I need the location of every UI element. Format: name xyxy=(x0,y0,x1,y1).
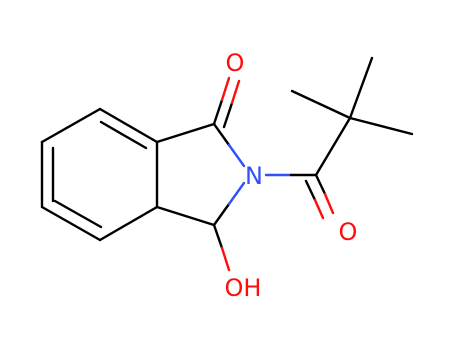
oxygen-ketone-label: O xyxy=(226,49,245,77)
ketone-double-bond xyxy=(212,76,241,129)
atom-labels: O N O OH xyxy=(225,49,358,302)
hydroxyl-label: OH xyxy=(225,274,262,302)
lactam-ring xyxy=(155,122,246,227)
benzene-ring xyxy=(40,107,159,242)
nitrogen-label: N xyxy=(245,162,263,190)
tert-butyl-group xyxy=(290,56,414,136)
acyl-group xyxy=(264,116,352,220)
hydroxyl-bond xyxy=(212,223,231,272)
oxygen-acyl-label: O xyxy=(339,218,358,246)
